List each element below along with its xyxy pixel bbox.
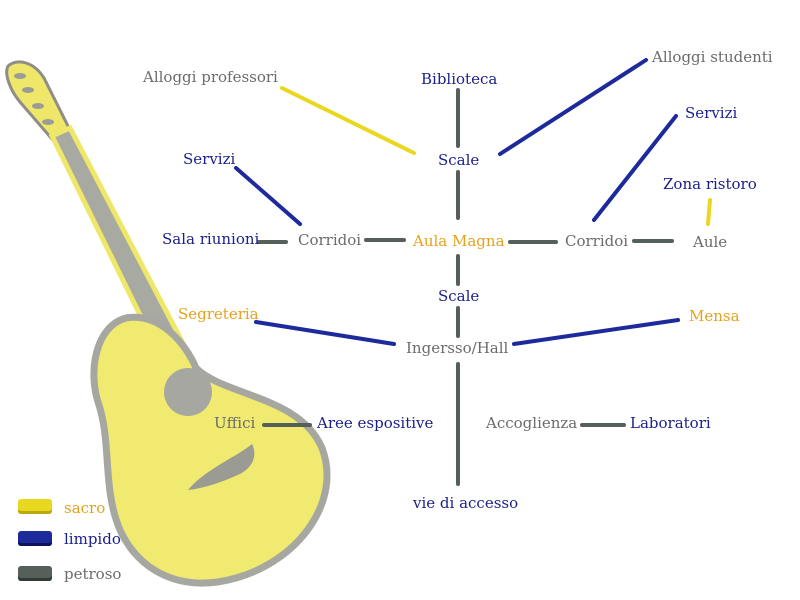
node-scale-top: Scale bbox=[438, 151, 480, 169]
node-mensa: Mensa bbox=[689, 307, 740, 325]
node-aree-espositive: Aree espositive bbox=[317, 414, 434, 432]
node-laboratori: Laboratori bbox=[630, 414, 711, 432]
node-aule: Aule bbox=[693, 233, 728, 251]
tuning-peg bbox=[14, 73, 26, 79]
node-servizi-right: Servizi bbox=[685, 104, 738, 122]
edge-alloggi-professori-scale bbox=[280, 86, 416, 155]
edge-servizi-corridoi bbox=[234, 166, 302, 226]
node-accoglienza: Accoglienza bbox=[486, 414, 578, 432]
legend-label-petroso: petroso bbox=[64, 565, 122, 583]
node-zona-ristoro: Zona ristoro bbox=[663, 175, 757, 193]
node-ingresso: Ingersso/Hall bbox=[406, 339, 509, 357]
tuning-peg bbox=[32, 103, 44, 109]
guitar-body bbox=[90, 313, 331, 587]
legend-swatch-sacro bbox=[18, 499, 52, 514]
node-segreteria: Segreteria bbox=[178, 305, 259, 323]
edge-scale-alloggi-studenti bbox=[498, 58, 648, 156]
legend-label-limpido: limpido bbox=[64, 530, 121, 548]
node-servizi-left: Servizi bbox=[183, 150, 236, 168]
node-scale-bottom: Scale bbox=[438, 287, 480, 305]
edge-segreteria-ingresso bbox=[254, 320, 396, 346]
node-sala-riunioni: Sala riunioni bbox=[162, 230, 260, 248]
node-corridoi-right: Corridoi bbox=[565, 232, 629, 250]
node-biblioteca: Biblioteca bbox=[421, 70, 498, 88]
edge-ingresso-mensa bbox=[512, 318, 680, 346]
guitar-sound-hole bbox=[164, 368, 212, 416]
edge-zona-ristoro-aule bbox=[706, 198, 712, 226]
guitar-bridge bbox=[188, 444, 255, 490]
legend-swatch-petroso bbox=[18, 566, 52, 581]
tuning-peg bbox=[42, 119, 54, 125]
node-uffici: Uffici bbox=[214, 414, 256, 432]
legend-label-sacro: sacro bbox=[64, 499, 106, 517]
node-alloggi-studenti: Alloggi studenti bbox=[652, 48, 773, 66]
edge-corridoi-servizi bbox=[592, 114, 678, 222]
node-alloggi-professori: Alloggi professori bbox=[143, 68, 278, 86]
node-corridoi-left: Corridoi bbox=[298, 231, 362, 249]
node-aula-magna: Aula Magna bbox=[413, 232, 505, 250]
tuning-peg bbox=[22, 87, 34, 93]
node-vie-accesso: vie di accesso bbox=[413, 494, 519, 512]
legend-swatch-limpido bbox=[18, 531, 52, 546]
